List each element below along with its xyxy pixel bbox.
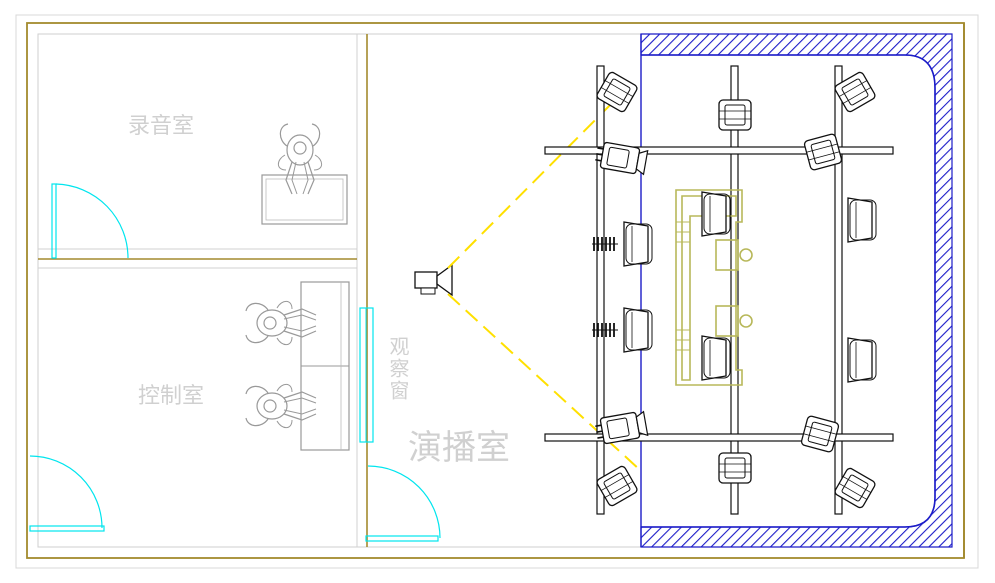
seated-person-icon — [245, 383, 317, 429]
door-recording-room[interactable] — [51, 183, 129, 259]
door-studio[interactable] — [365, 465, 441, 542]
control-room-label: 控制室 — [138, 384, 205, 409]
seated-person-icon — [245, 300, 317, 346]
spotlight-icon — [718, 99, 752, 131]
recording-desk — [261, 174, 348, 225]
observation-window — [359, 307, 374, 443]
flood-light-icon — [623, 307, 653, 353]
flood-light-icon — [847, 197, 877, 243]
spotlight-icon — [800, 414, 840, 454]
recording-room-label: 录音室 — [128, 114, 195, 139]
flood-light-icon — [701, 335, 731, 381]
stage-area — [640, 33, 953, 548]
partition-walls — [38, 34, 368, 547]
spotlight-icon — [718, 452, 752, 484]
studio-label: 演播室 — [408, 428, 510, 468]
lighting-grid — [544, 65, 894, 515]
outer-walls — [26, 22, 965, 559]
projection-cone — [447, 82, 641, 471]
flood-light-icon — [847, 337, 877, 383]
control-console — [300, 281, 350, 451]
observation-window-label: 观察窗 — [386, 336, 410, 402]
presenter-desk — [675, 189, 753, 386]
projector-icon — [414, 263, 453, 297]
page-border — [15, 14, 979, 569]
door-control-room[interactable] — [29, 455, 105, 532]
flood-light-icon — [701, 191, 731, 237]
flood-light-icon — [623, 221, 653, 267]
seated-person-icon — [277, 123, 323, 195]
hanger-spring-icon — [591, 322, 619, 338]
hanger-spring-icon — [591, 236, 619, 252]
